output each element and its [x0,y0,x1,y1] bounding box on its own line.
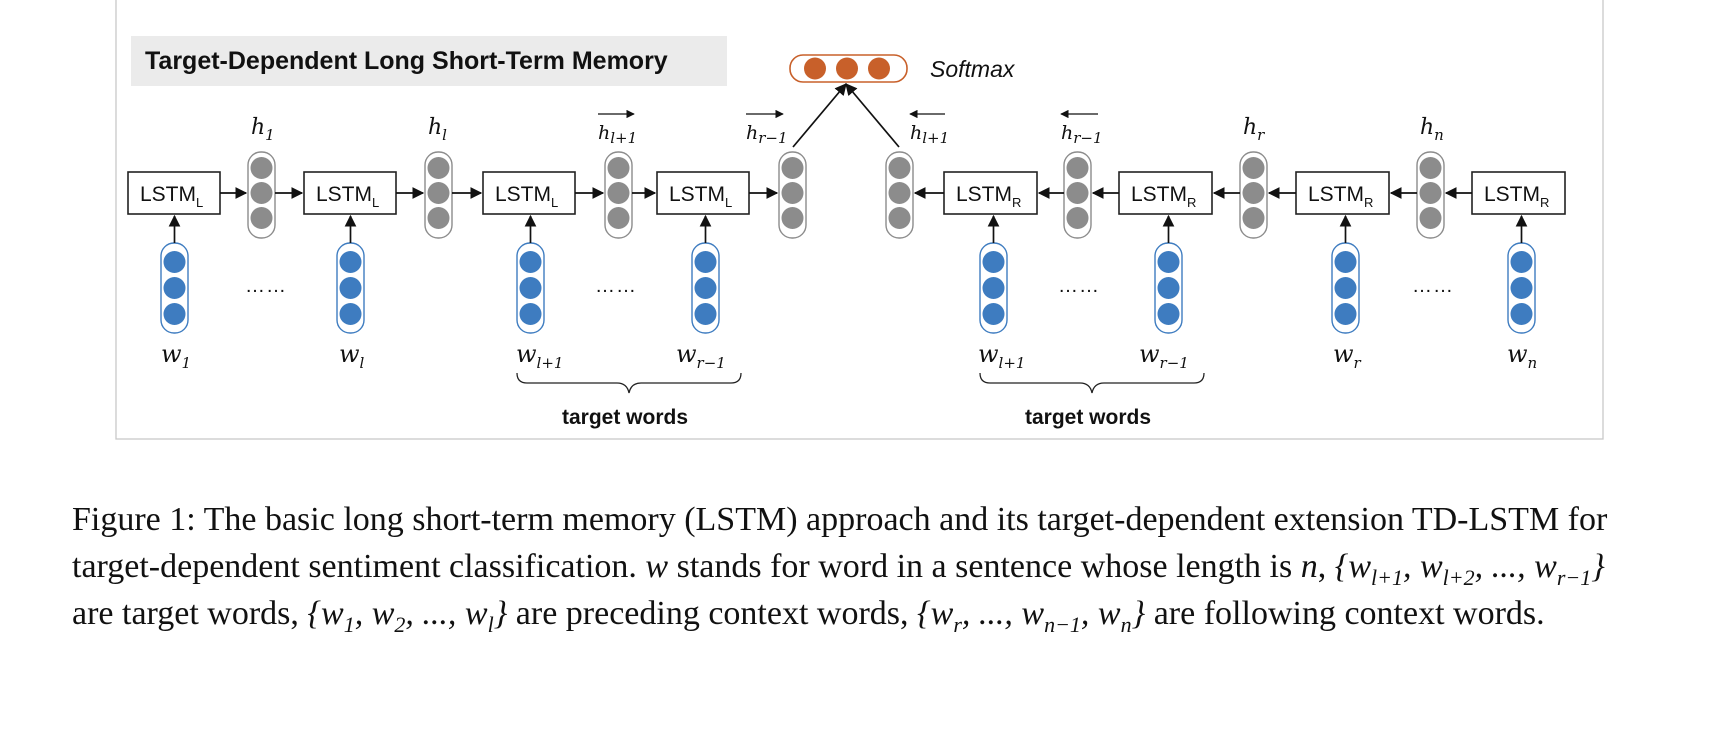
svg-text:LSTML: LSTML [495,183,558,210]
softmax-dot [804,57,826,80]
word-vector [691,242,720,334]
word-vector [1507,242,1536,334]
ellipsis: …… [595,275,637,297]
word-label: wn [1507,340,1537,372]
figure-caption: Figure 1: The basic long short-term memo… [72,496,1652,637]
svg-text:LSTML: LSTML [140,183,203,210]
lstm-left-cell: LSTML [127,171,221,215]
svg-text:hr−1: hr−1 [746,122,788,147]
hidden-vector [424,151,453,239]
caption-sentence: are target words, [72,595,299,632]
hidden-vector [1063,151,1092,239]
svg-text:LSTML: LSTML [669,183,732,210]
word-vector [160,242,189,334]
caption-sentence: are preceding context words, [515,595,909,632]
target-brace-left [516,372,742,394]
target-words-label: target words [562,406,688,429]
word-vector [516,242,545,334]
hidden-vector [604,151,633,239]
lstm-right-cell: LSTMR [1471,171,1566,215]
target-brace-right [979,372,1205,394]
svg-text:hl+1: hl+1 [910,122,949,147]
word-label: wr−1 [1139,340,1189,372]
hidden-label-hr1-backward: hr−1 [1060,109,1103,147]
lstm-left-cell: LSTML [656,171,750,215]
svg-text:LSTML: LSTML [316,183,379,210]
svg-text:LSTMR: LSTMR [956,183,1021,210]
svg-text:LSTMR: LSTMR [1308,183,1373,210]
hidden-label-hl1-backward: hl+1 [909,109,949,147]
word-label: w1 [161,340,191,372]
word-vector [1331,242,1360,334]
word-vector [1154,242,1183,334]
lstm-left-cell: LSTML [482,171,576,215]
word-label: wl [339,340,365,372]
math-target-set: {wl+1, wl+2, ..., wr−1} [1334,548,1605,590]
caption-sentence: are following context words. [1153,595,1545,632]
softmax-label: Softmax [930,56,1016,82]
math-following-set: {wr, ..., wn−1, wn} [917,595,1146,637]
lstm-right-cell: LSTMR [1118,171,1213,215]
svg-text:hl+1: hl+1 [598,122,637,147]
svg-text:LSTMR: LSTMR [1131,183,1196,210]
lstm-right-cell: LSTMR [943,171,1038,215]
hidden-label-hr1-forward: hr−1 [746,109,788,147]
title-background [131,36,727,86]
word-label: wr−1 [676,340,726,372]
word-label: wr [1333,340,1362,372]
target-words-label: target words [1025,406,1151,429]
hidden-label-hn: hn [1420,115,1444,144]
svg-text:hr−1: hr−1 [1061,122,1103,147]
math-preceding-set: {w1, w2, ..., wl} [307,595,508,637]
softmax-arrow-left [792,83,847,148]
hidden-label-hr: hr [1243,115,1265,144]
word-vector [979,242,1008,334]
hidden-vector [1416,151,1445,239]
math-n: n [1300,548,1318,585]
ellipsis: …… [1412,275,1454,297]
ellipsis: …… [245,275,287,297]
softmax-dot [868,57,890,80]
math-w: w [645,548,669,585]
td-lstm-diagram: Target-Dependent Long Short-Term Memory … [115,0,1604,440]
lstm-right-cell: LSTMR [1295,171,1390,215]
hidden-vector [778,151,807,239]
hidden-label-h1: h1 [251,115,275,144]
word-label: wl+1 [516,340,563,372]
softmax-dot [836,57,858,80]
softmax-arrow-right [845,83,900,148]
softmax-vector [789,54,908,83]
hidden-vector [247,151,276,239]
caption-paragraph: Figure 1: The basic long short-term memo… [72,501,1608,637]
lstm-left-cell: LSTML [303,171,397,215]
figure-label: Figure 1: [72,501,196,538]
caption-sentence: stands for word in a sentence whose leng… [676,548,1293,585]
hidden-label-hl: hl [428,115,447,144]
ellipsis: …… [1058,275,1100,297]
hidden-vector [885,151,914,239]
hidden-label-hl1-forward: hl+1 [598,109,637,147]
figure-title: Target-Dependent Long Short-Term Memory [145,47,668,75]
caption-sentence: The basic long short-term memory (LSTM) … [72,501,1608,585]
hidden-vector [1239,151,1268,239]
word-label: wl+1 [978,340,1025,372]
word-vector [336,242,365,334]
figure-frame [115,0,1604,440]
svg-text:LSTMR: LSTMR [1484,183,1549,210]
